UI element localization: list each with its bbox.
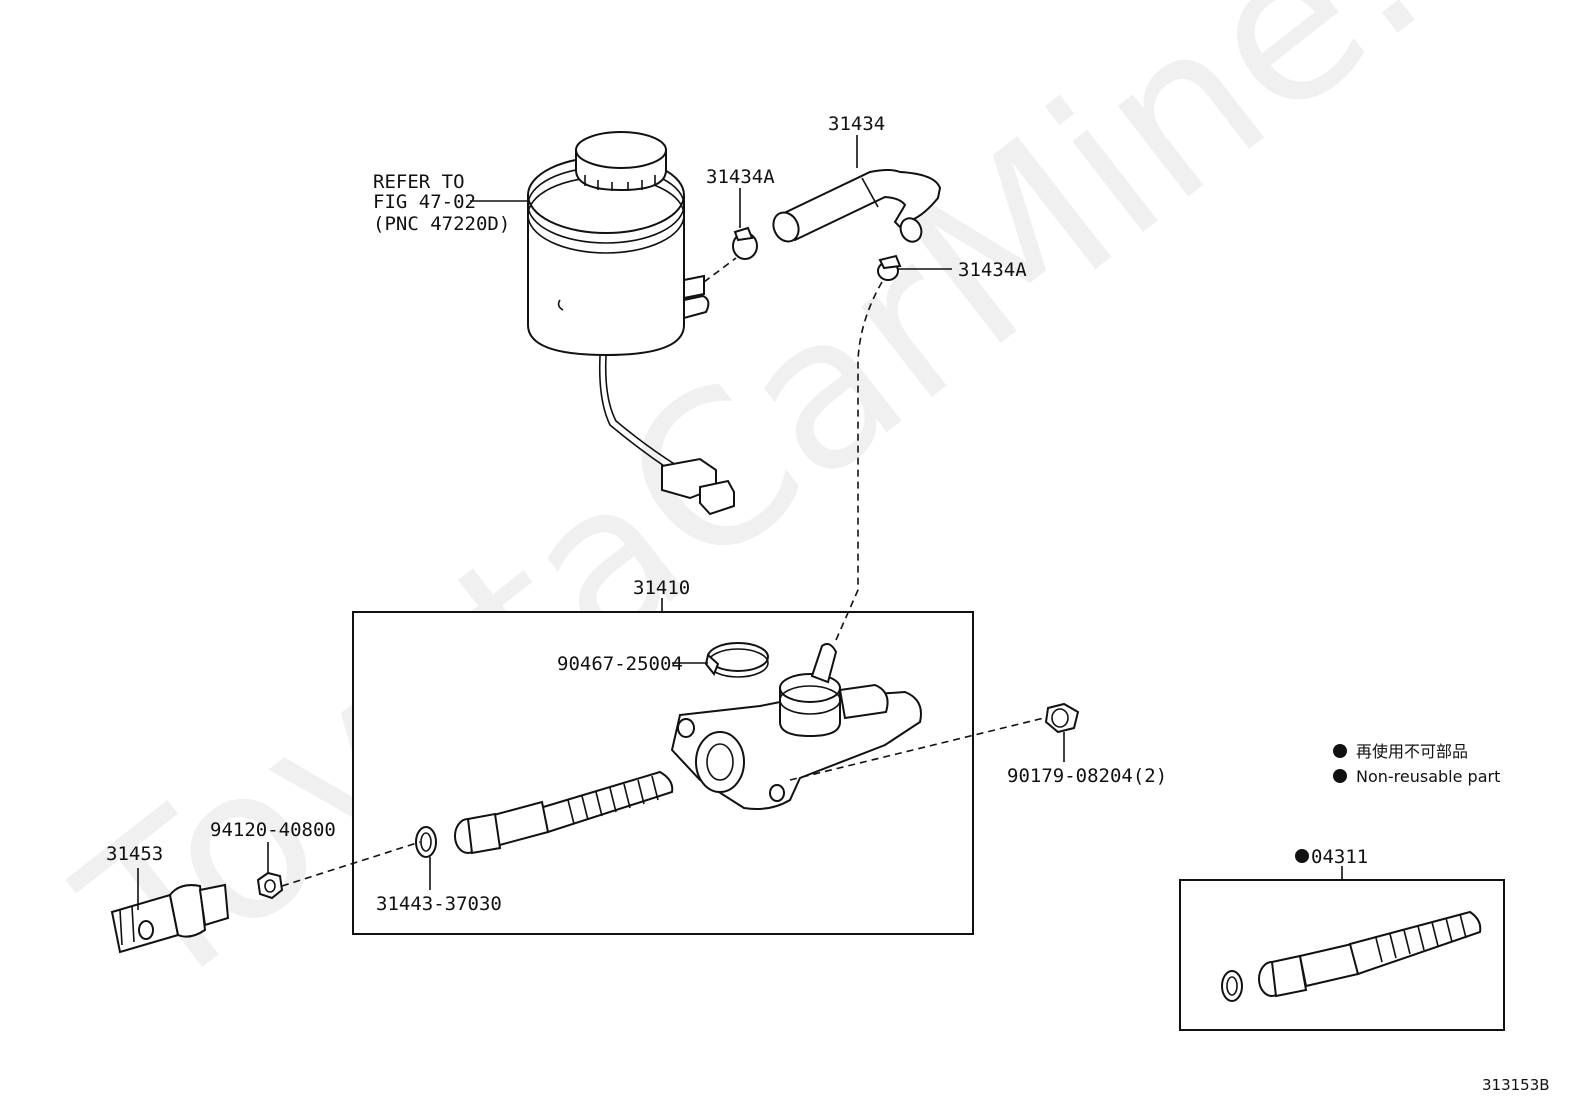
- label-nut[interactable]: 90179-08204(2): [1007, 765, 1167, 787]
- leader-lines: [137, 135, 1343, 910]
- legend: 再使用不可部品 Non-reusable part: [1333, 742, 1500, 786]
- reference-line-1: REFER TO: [373, 171, 465, 193]
- nut: [1044, 702, 1080, 734]
- label-repair-kit[interactable]: 04311: [1311, 846, 1368, 868]
- label-snap-ring[interactable]: 31443-37030: [376, 893, 502, 915]
- clamp-lower: [877, 254, 902, 281]
- label-master-cylinder[interactable]: 31410: [633, 577, 690, 599]
- clamp-upper: [732, 226, 758, 260]
- figure-id: 313153B: [1482, 1076, 1550, 1094]
- legend-bullet-en: [1333, 769, 1347, 783]
- label-clevis[interactable]: 31453: [106, 843, 163, 865]
- legend-english: Non-reusable part: [1356, 767, 1500, 786]
- reference-line-2: FIG 47-02: [373, 191, 476, 213]
- clevis: [110, 883, 230, 954]
- dashed-lines: [281, 257, 1045, 887]
- label-clamp-upper[interactable]: 31434A: [706, 166, 775, 188]
- push-rod: [454, 770, 674, 855]
- reservoir-tank: [527, 131, 735, 516]
- label-lock-nut[interactable]: 94120-40800: [210, 819, 336, 841]
- snap-ring: [415, 826, 437, 858]
- master-cylinder: [670, 643, 922, 810]
- label-hose[interactable]: 31434: [828, 113, 885, 135]
- repair-kit-parts: [1221, 910, 1482, 1002]
- legend-bullet-jp: [1333, 744, 1347, 758]
- reference-line-3: (PNC 47220D): [373, 213, 510, 235]
- label-hose-clamp[interactable]: 90467-25004: [557, 653, 683, 675]
- label-clamp-lower[interactable]: 31434A: [958, 259, 1027, 281]
- legend-japanese: 再使用不可部品: [1356, 742, 1468, 761]
- hose-31434: [772, 169, 942, 243]
- non-reusable-marker-kit: [1295, 849, 1309, 863]
